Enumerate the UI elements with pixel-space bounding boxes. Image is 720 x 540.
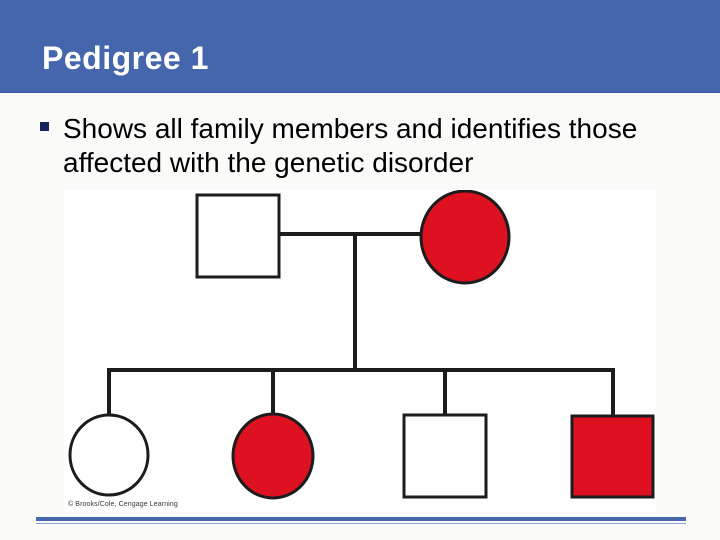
bullet-text: Shows all family members and identifies … <box>63 112 637 180</box>
footer-rule-thick <box>36 517 686 521</box>
pedigree-diagram <box>68 190 655 500</box>
individual-child-1-unaffected <box>68 413 150 497</box>
pedigree-figure: © Brooks/Cole, Cengage Learning <box>64 190 656 512</box>
slide-title: Pedigree 1 <box>42 40 209 76</box>
slide-header: Pedigree 1 <box>0 0 720 93</box>
individual-mother-affected <box>419 190 511 285</box>
bullet-square-icon <box>40 122 49 131</box>
individual-child-3-unaffected <box>402 413 488 499</box>
individual-father-unaffected <box>195 193 281 279</box>
footer-rule-thin <box>36 523 686 524</box>
individual-child-2-affected <box>231 412 315 500</box>
bullet-text-line-1: Shows all family members and identifies … <box>63 113 638 144</box>
individual-child-4-affected <box>570 414 655 499</box>
image-credit: © Brooks/Cole, Cengage Learning <box>68 501 178 508</box>
bullet-text-line-2: affected with the genetic disorder <box>63 147 474 178</box>
bullet-item: Shows all family members and identifies … <box>40 112 680 180</box>
